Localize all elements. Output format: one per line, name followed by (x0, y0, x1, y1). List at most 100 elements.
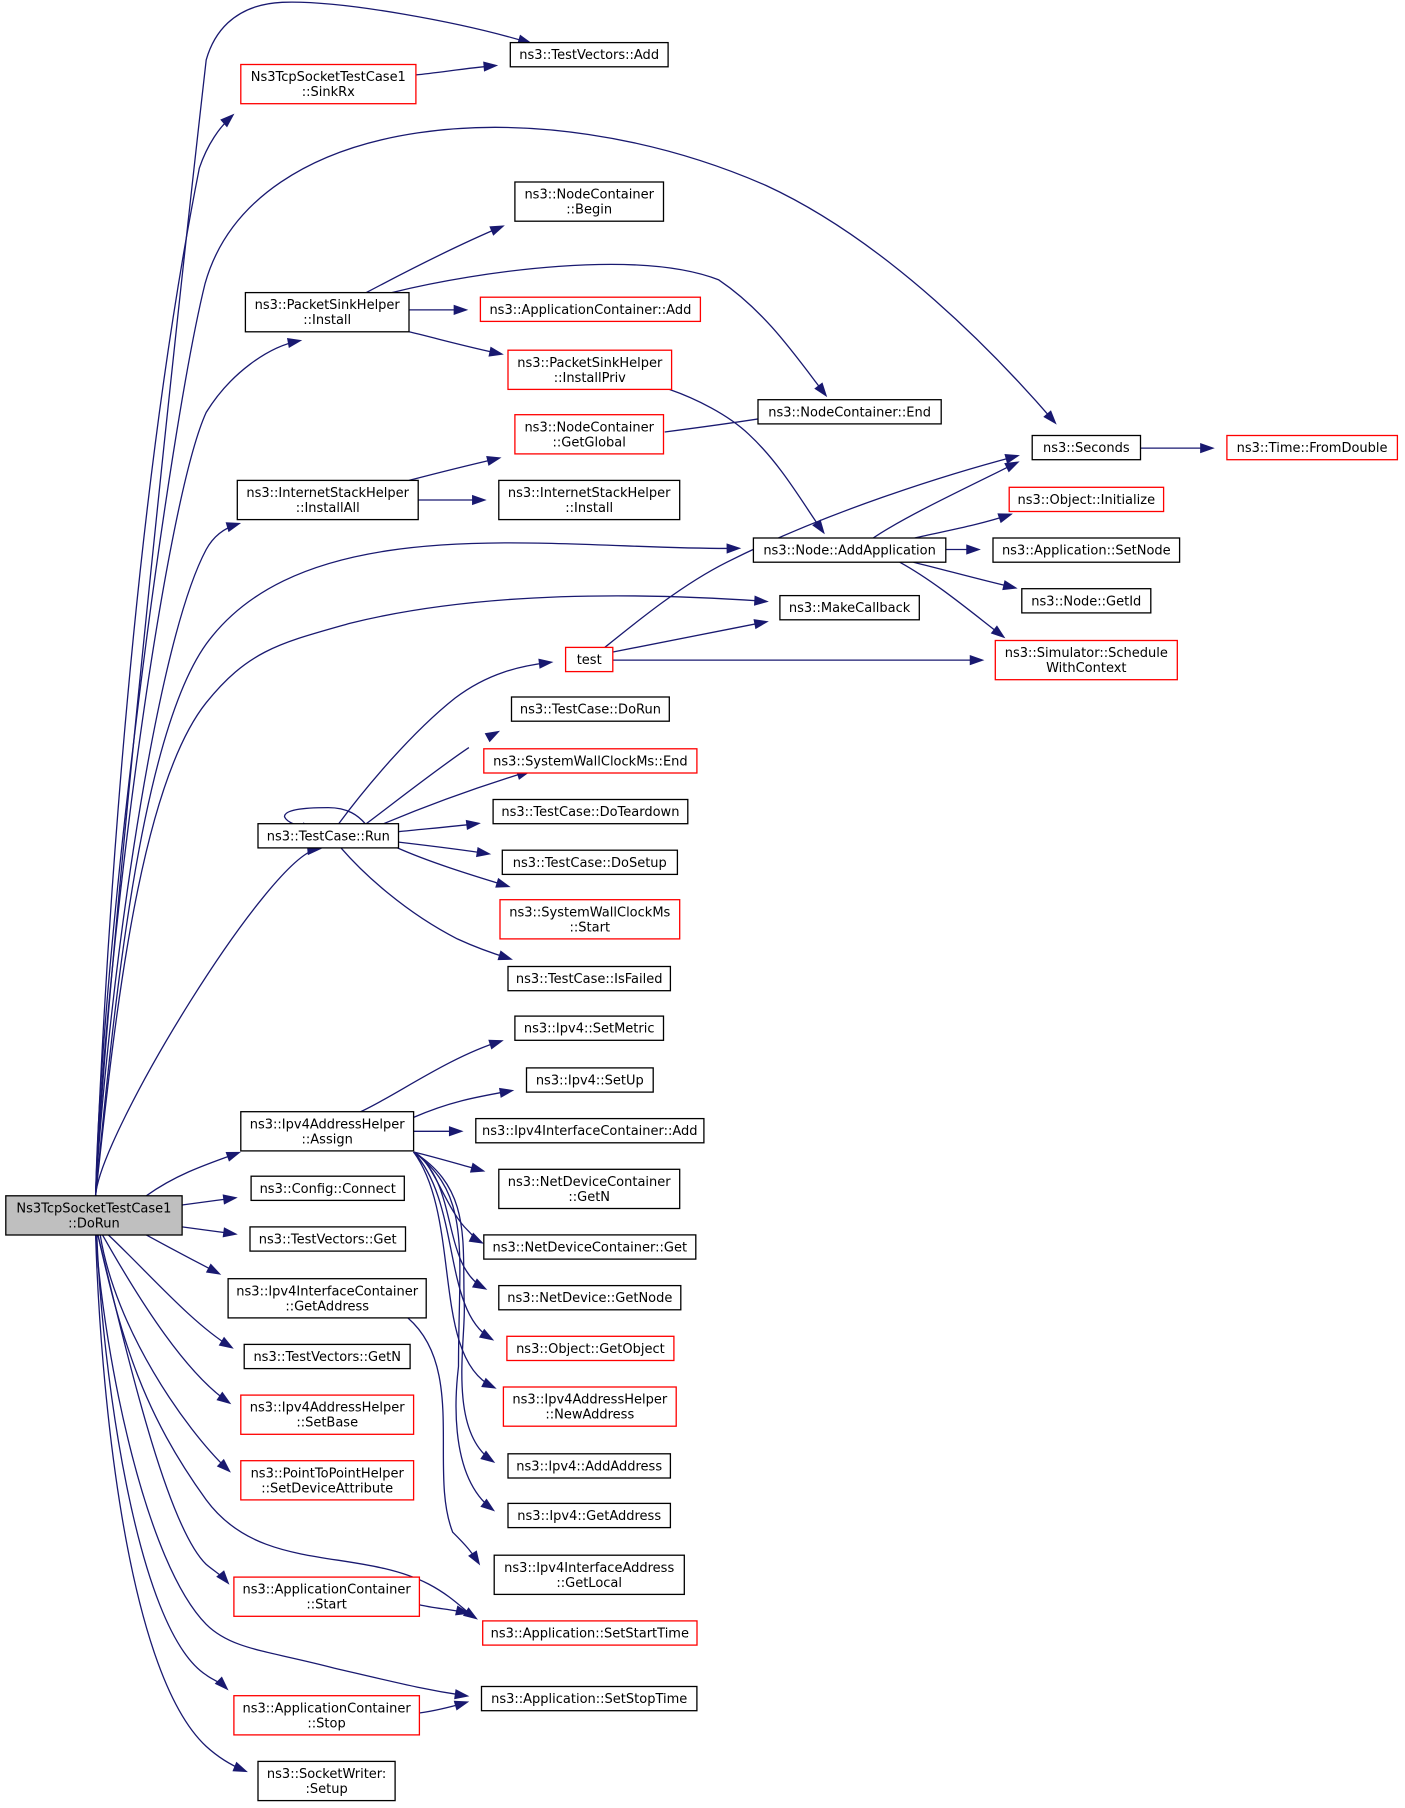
node-iia-getlocal[interactable]: ns3::Ipv4InterfaceAddress::GetLocal (493, 1554, 685, 1596)
node-ipv4-setmetric[interactable]: ns3::Ipv4::SetMetric (514, 1015, 665, 1041)
node-box (243, 1343, 411, 1370)
node-fromdouble[interactable]: ns3::Time::FromDouble (1226, 434, 1399, 461)
node-label: ns3::ApplicationContainer (242, 1701, 411, 1716)
edge-line (664, 416, 771, 433)
node-tc-dorun[interactable]: ns3::TestCase::DoRun (510, 696, 670, 722)
node-tv-getn[interactable]: ns3::TestVectors::GetN (243, 1343, 411, 1370)
edge-line (413, 1151, 494, 1388)
node-ipv4-setup[interactable]: ns3::Ipv4::SetUp (525, 1067, 654, 1093)
node-box (257, 1760, 396, 1802)
edge-tc_run-to-tc_isfailed (340, 847, 513, 961)
node-box (507, 1453, 672, 1479)
node-ipv4-getaddr[interactable]: ns3::Ipv4::GetAddress (507, 1502, 672, 1529)
node-nc-end[interactable]: ns3::NodeContainer::End (757, 399, 942, 425)
node-nd-getnode[interactable]: ns3::NetDevice::GetNode (498, 1284, 682, 1311)
node-sinkrx[interactable]: Ns3TcpSocketTestCase1::SinkRx (240, 63, 417, 105)
node-node-getid[interactable]: ns3::Node::GetId (1021, 588, 1152, 614)
node-app-setnode[interactable]: ns3::Application::SetNode (992, 537, 1181, 563)
node-makecallback[interactable]: ns3::MakeCallback (779, 594, 920, 621)
arrowhead-icon (453, 1700, 470, 1711)
arrowhead-icon (990, 625, 1006, 639)
node-swc-end[interactable]: ns3::SystemWallClockMs::End (483, 748, 698, 774)
node-tv-add[interactable]: ns3::TestVectors::Add (509, 41, 669, 68)
node-label: ns3::Ipv4AddressHelper (250, 1401, 406, 1416)
edge-line (145, 1234, 219, 1274)
edge-line (94, 340, 299, 1196)
node-box (514, 414, 665, 455)
node-iic-add[interactable]: ns3::Ipv4InterfaceContainer::Add (475, 1117, 705, 1144)
edge-dorun-to-psh_install (94, 338, 303, 1196)
arrowhead-icon (471, 1278, 488, 1290)
edge-line (413, 1151, 493, 1510)
node-node-addapp[interactable]: ns3::Node::AddApplication (752, 537, 947, 563)
arrowhead-icon (468, 1550, 481, 1566)
arrowhead-icon (448, 1126, 464, 1137)
node-tc-doteardown[interactable]: ns3::TestCase::DoTeardown (492, 798, 689, 825)
node-tc-isfailed[interactable]: ns3::TestCase::IsFailed (507, 965, 672, 992)
node-seconds[interactable]: ns3::Seconds (1031, 434, 1142, 461)
node-iic-getaddr[interactable]: ns3::Ipv4InterfaceContainer::GetAddress (227, 1278, 427, 1319)
node-ac-start[interactable]: ns3::ApplicationContainer::Start (233, 1576, 421, 1617)
node-tc-run[interactable]: ns3::TestCase::Run (257, 823, 400, 849)
node-ndc-get[interactable]: ns3::NetDeviceContainer::Get (483, 1234, 697, 1260)
node-nc-begin[interactable]: ns3::NodeContainer::Begin (514, 181, 665, 222)
node-label: ns3::Object::Initialize (1018, 493, 1156, 508)
edge-line (94, 1234, 466, 1697)
node-label: ::SetDeviceAttribute (261, 1481, 393, 1496)
node-box (479, 296, 702, 323)
node-iah-assign[interactable]: ns3::Ipv4AddressHelper::Assign (240, 1111, 415, 1152)
node-box (992, 537, 1181, 563)
node-ac-add[interactable]: ns3::ApplicationContainer::Add (479, 296, 702, 323)
node-label: ns3::NetDeviceContainer::Get (493, 1241, 688, 1256)
node-obj-init[interactable]: ns3::Object::Initialize (1008, 486, 1165, 513)
node-label: ns3::InternetStackHelper (246, 486, 409, 501)
node-ndc-getn[interactable]: ns3::NetDeviceContainer::GetN (498, 1168, 681, 1210)
node-psh-install[interactable]: ns3::PacketSinkHelper::Install (244, 291, 410, 333)
arrowhead-icon (232, 1761, 248, 1773)
edge-iah_assign-to-iah_newaddr (413, 1151, 497, 1389)
node-label: ::DoRun (68, 1216, 120, 1231)
node-box (507, 965, 672, 992)
node-psh-installpriv[interactable]: ns3::PacketSinkHelper::InstallPriv (507, 349, 673, 391)
node-box (1031, 434, 1142, 461)
edge-iah_assign-to-ipv4_getaddr (413, 1151, 496, 1512)
node-sw-setup[interactable]: ns3::SocketWriter::Setup (257, 1760, 396, 1802)
node-label: ::Start (570, 920, 611, 935)
edge-iah_assign-to-obj_getobject (413, 1151, 495, 1341)
node-ac-stop[interactable]: ns3::ApplicationContainer::Stop (233, 1695, 421, 1736)
node-cfg-connect[interactable]: ns3::Config::Connect (250, 1175, 405, 1202)
edge-line (407, 1317, 479, 1563)
node-iah-setbase[interactable]: ns3::Ipv4AddressHelper::SetBase (240, 1394, 415, 1435)
arrowhead-icon (499, 1087, 515, 1098)
node-obj-getobject[interactable]: ns3::Object::GetObject (506, 1335, 675, 1362)
node-ipv4-addaddr[interactable]: ns3::Ipv4::AddAddress (507, 1453, 672, 1479)
node-label: ns3::TestCase::IsFailed (516, 972, 663, 987)
arrowhead-icon (488, 1039, 504, 1050)
node-box (475, 1117, 705, 1144)
arrowhead-icon (484, 730, 501, 743)
arrowhead-icon (216, 1391, 232, 1405)
edge-psh_installpriv-to-node_addapp (669, 388, 825, 535)
node-label: ns3::TestVectors::GetN (253, 1350, 401, 1365)
node-iah-newaddr[interactable]: ns3::Ipv4AddressHelper::NewAddress (502, 1386, 677, 1427)
node-label: ::NewAddress (545, 1408, 634, 1423)
node-ish-installall[interactable]: ns3::InternetStackHelper::InstallAll (236, 479, 419, 521)
node-tc-dosetup[interactable]: ns3::TestCase::DoSetup (501, 849, 679, 876)
node-label: ns3::TestCase::Run (267, 829, 390, 844)
node-app-setstop[interactable]: ns3::Application::SetStopTime (480, 1685, 698, 1712)
node-nc-getglobal[interactable]: ns3::NodeContainer::GetGlobal (514, 414, 665, 455)
arrowhead-icon (495, 877, 511, 888)
node-ish-install[interactable]: ns3::InternetStackHelper::Install (498, 479, 681, 521)
node-app-setstart[interactable]: ns3::Application::SetStartTime (482, 1620, 698, 1646)
node-tv-get[interactable]: ns3::TestVectors::Get (249, 1226, 407, 1252)
node-swc-start[interactable]: ns3::SystemWallClockMs::Start (499, 899, 681, 940)
edge-line (360, 1040, 501, 1113)
node-p2p-setdevattr[interactable]: ns3::PointToPointHelper::SetDeviceAttrib… (240, 1460, 415, 1501)
node-label: ns3::PacketSinkHelper (517, 356, 663, 371)
node-box (492, 798, 689, 825)
node-label: ns3::Seconds (1043, 441, 1130, 456)
node-test[interactable]: test (564, 646, 614, 673)
edge-dorun-to-iic_getaddr (145, 1234, 222, 1275)
